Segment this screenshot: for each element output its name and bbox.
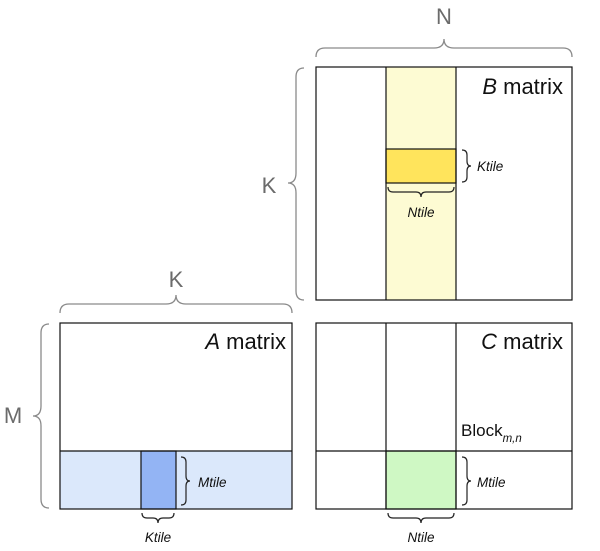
b-matrix-name: B	[482, 74, 497, 99]
a-tile	[141, 451, 176, 509]
c-ntile-brace	[387, 512, 455, 524]
b-matrix-title: B matrix	[482, 74, 563, 99]
a-mtile-brace	[180, 456, 191, 506]
b-k-dimension-brace	[287, 67, 305, 301]
b-ntile-brace	[387, 186, 455, 198]
c-matrix-name: C	[481, 329, 497, 354]
a-matrix-name: A	[203, 329, 220, 354]
a-k-dimension-label: K	[169, 267, 184, 292]
a-k-dimension-brace	[59, 294, 293, 314]
c-matrix-suffix: matrix	[497, 329, 563, 354]
n-dimension-brace	[315, 38, 573, 58]
m-dimension-label: M	[4, 403, 22, 428]
a-matrix-title: A matrix	[203, 329, 286, 354]
a-mtile-label: Mtile	[198, 475, 227, 490]
m-dimension-brace	[32, 323, 50, 509]
c-tile-border	[385, 450, 457, 510]
b-k-dimension-label: K	[262, 173, 277, 198]
block-label-subscript: m,n	[503, 433, 522, 445]
b-ntile-label: Ntile	[407, 205, 434, 220]
b-matrix-suffix: matrix	[497, 74, 563, 99]
b-matrix-border	[315, 66, 573, 301]
b-ktile-label: Ktile	[477, 159, 503, 174]
block-label-base: Block	[461, 421, 503, 440]
c-mtile-label: Mtile	[477, 475, 506, 490]
c-tile	[386, 451, 456, 509]
a-matrix-suffix: matrix	[220, 329, 286, 354]
c-matrix-title: C matrix	[481, 329, 563, 354]
block-label: Blockm,n	[461, 421, 522, 445]
b-tile	[386, 149, 456, 183]
c-mtile-brace	[461, 456, 472, 506]
a-ktile-label: Ktile	[145, 530, 171, 545]
b-ktile-brace	[461, 149, 472, 183]
b-tile-border	[385, 148, 457, 184]
a-matrix: A matrix	[59, 322, 293, 510]
a-ktile-brace	[141, 512, 175, 524]
b-matrix: B matrix	[315, 66, 573, 301]
c-matrix: C matrix Blockm,n	[315, 322, 573, 510]
c-ntile-label: Ntile	[407, 530, 434, 545]
a-tile-border	[140, 450, 177, 510]
n-dimension-label: N	[436, 4, 452, 29]
